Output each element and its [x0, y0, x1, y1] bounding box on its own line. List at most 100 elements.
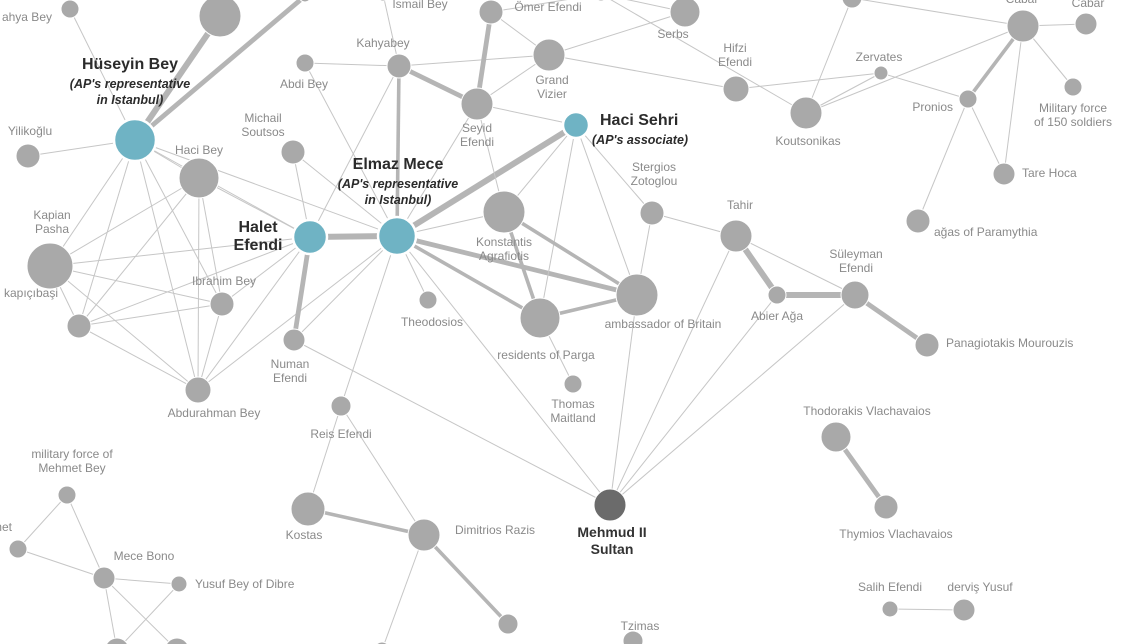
node-michail[interactable]: [280, 139, 306, 165]
label-ibrahim: Ibrahim Bey: [192, 274, 256, 288]
node-n_bot1[interactable]: [497, 613, 519, 635]
node-konstantis[interactable]: [482, 190, 526, 234]
node-abieraga[interactable]: [767, 285, 787, 305]
label-abdurahman: Abdurahman Bey: [168, 406, 261, 420]
node-koutsonikas[interactable]: [789, 96, 823, 130]
node-parga[interactable]: [519, 297, 561, 339]
edge-mehmud-numan: [293, 339, 611, 506]
node-yusufdibre[interactable]: [170, 575, 188, 593]
edge-yusufdibre-n_bot2: [121, 583, 180, 644]
edge-tahir-mehmud: [609, 235, 737, 506]
label-ambassador: ambassador of Britain: [605, 317, 722, 331]
node-dervis[interactable]: [952, 598, 976, 622]
node-thomas[interactable]: [563, 374, 583, 394]
label-michail-line-1: Michail: [244, 111, 281, 125]
node-cabar1[interactable]: [1006, 9, 1040, 43]
label-parga: residents of Parga: [497, 348, 595, 362]
edge-reis-dimitrios: [340, 405, 425, 536]
node-elmaz[interactable]: [376, 215, 418, 257]
edge-abdurahman-halet: [197, 236, 311, 391]
node-tarehoca[interactable]: [992, 162, 1016, 186]
node-halet[interactable]: [291, 218, 329, 256]
node-mecebono[interactable]: [92, 566, 116, 590]
node-huseyin[interactable]: [112, 117, 158, 163]
label-yahya: ahya Bey: [2, 10, 52, 24]
node-grandvizier[interactable]: [532, 38, 566, 72]
node-hacibey[interactable]: [178, 157, 220, 199]
node-kapian[interactable]: [26, 242, 74, 290]
node-n_top1[interactable]: [198, 0, 242, 38]
node-thodorakis[interactable]: [820, 421, 852, 453]
node-hifzi[interactable]: [722, 75, 750, 103]
sublabel-huseyin-line-2: in Istanbul): [97, 93, 164, 107]
node-n_bot2[interactable]: [105, 637, 129, 644]
node-stergios[interactable]: [639, 200, 665, 226]
node-kahyabey[interactable]: [386, 53, 412, 79]
node-abdurahman[interactable]: [184, 376, 212, 404]
node-yilikoglu[interactable]: [15, 143, 41, 169]
label-kapian-line-2: Pasha: [35, 222, 69, 236]
node-suleyman[interactable]: [840, 280, 870, 310]
label-agas: ağas of Paramythia: [934, 225, 1038, 239]
edge-ibrahim-abdurahman: [197, 303, 223, 391]
node-serbs[interactable]: [669, 0, 701, 28]
node-hacisehri[interactable]: [561, 110, 591, 140]
node-dimitrios[interactable]: [407, 518, 441, 552]
label-kapicibasi: kapıçıbaşi: [4, 286, 58, 300]
node-ismail[interactable]: [376, 0, 390, 2]
node-theodosios[interactable]: [418, 290, 438, 310]
node-militaryforce150[interactable]: [1063, 77, 1083, 97]
node-ambassador[interactable]: [615, 273, 659, 317]
node-abdi[interactable]: [295, 53, 315, 73]
node-agas[interactable]: [905, 208, 931, 234]
edge-huseyin-kapian: [49, 139, 136, 267]
edge-seyid-hacisehri: [476, 103, 577, 126]
label-kapian-line-1: Kapian: [33, 208, 70, 222]
node-mehmud[interactable]: [593, 488, 627, 522]
node-n_bot3[interactable]: [165, 637, 189, 644]
label-omer: Ömer Efendi: [514, 0, 581, 14]
edge-hacisehri-parga: [539, 124, 577, 319]
node-n_top3[interactable]: [594, 0, 608, 2]
edge-grandvizier-hifzi: [548, 54, 737, 90]
node-panagiotakis[interactable]: [914, 332, 940, 358]
label-mehmud-line-2: Sultan: [591, 541, 634, 557]
node-n_top2[interactable]: [299, 0, 311, 3]
edge-koutsonikas-n_top4: [805, 0, 852, 114]
node-kostas[interactable]: [290, 491, 326, 527]
node-salih[interactable]: [881, 600, 899, 618]
label-militarymehmet-line-1: military force of: [31, 447, 113, 461]
edge-elmaz-parga: [396, 234, 541, 320]
label-thomas-line-2: Maitland: [550, 411, 595, 425]
node-yahya[interactable]: [60, 0, 80, 19]
node-zervates[interactable]: [873, 65, 889, 81]
label-seyid-line-1: Seyid: [462, 121, 492, 135]
label-stergios-line-2: Zotoglou: [631, 174, 678, 188]
node-kapicibasi[interactable]: [66, 313, 92, 339]
label-yilikoglu: Yilikoğlu: [8, 124, 52, 138]
node-pronios[interactable]: [958, 89, 978, 109]
node-ibrahim[interactable]: [209, 291, 235, 317]
label-tarehoca: Tare Hoca: [1022, 166, 1077, 180]
node-cabar2[interactable]: [1074, 12, 1098, 36]
sublabel-elmaz-line-1: (AP's representative: [338, 177, 458, 191]
edge-dimitrios-n_bot1: [422, 533, 510, 626]
node-omer[interactable]: [478, 0, 504, 25]
node-met[interactable]: [8, 539, 28, 559]
node-tzimas[interactable]: [622, 630, 644, 644]
edge-elmaz-numan: [293, 235, 398, 341]
label-michail-line-2: Soutsos: [241, 125, 284, 139]
node-seyid[interactable]: [460, 87, 494, 121]
label-konstantis-line-2: Agrafiotis: [479, 249, 529, 263]
node-thymios[interactable]: [873, 494, 899, 520]
edge-hacibey-kapian: [49, 177, 200, 267]
node-tahir[interactable]: [719, 219, 753, 253]
edge-elmaz-abdi: [304, 62, 398, 237]
node-reis[interactable]: [330, 395, 352, 417]
edge-kapicibasi-abdurahman: [78, 325, 199, 391]
edge-kapicibasi-halet: [78, 236, 311, 327]
node-numan[interactable]: [282, 328, 306, 352]
node-n_top4[interactable]: [841, 0, 863, 9]
node-militarymehmet[interactable]: [57, 485, 77, 505]
